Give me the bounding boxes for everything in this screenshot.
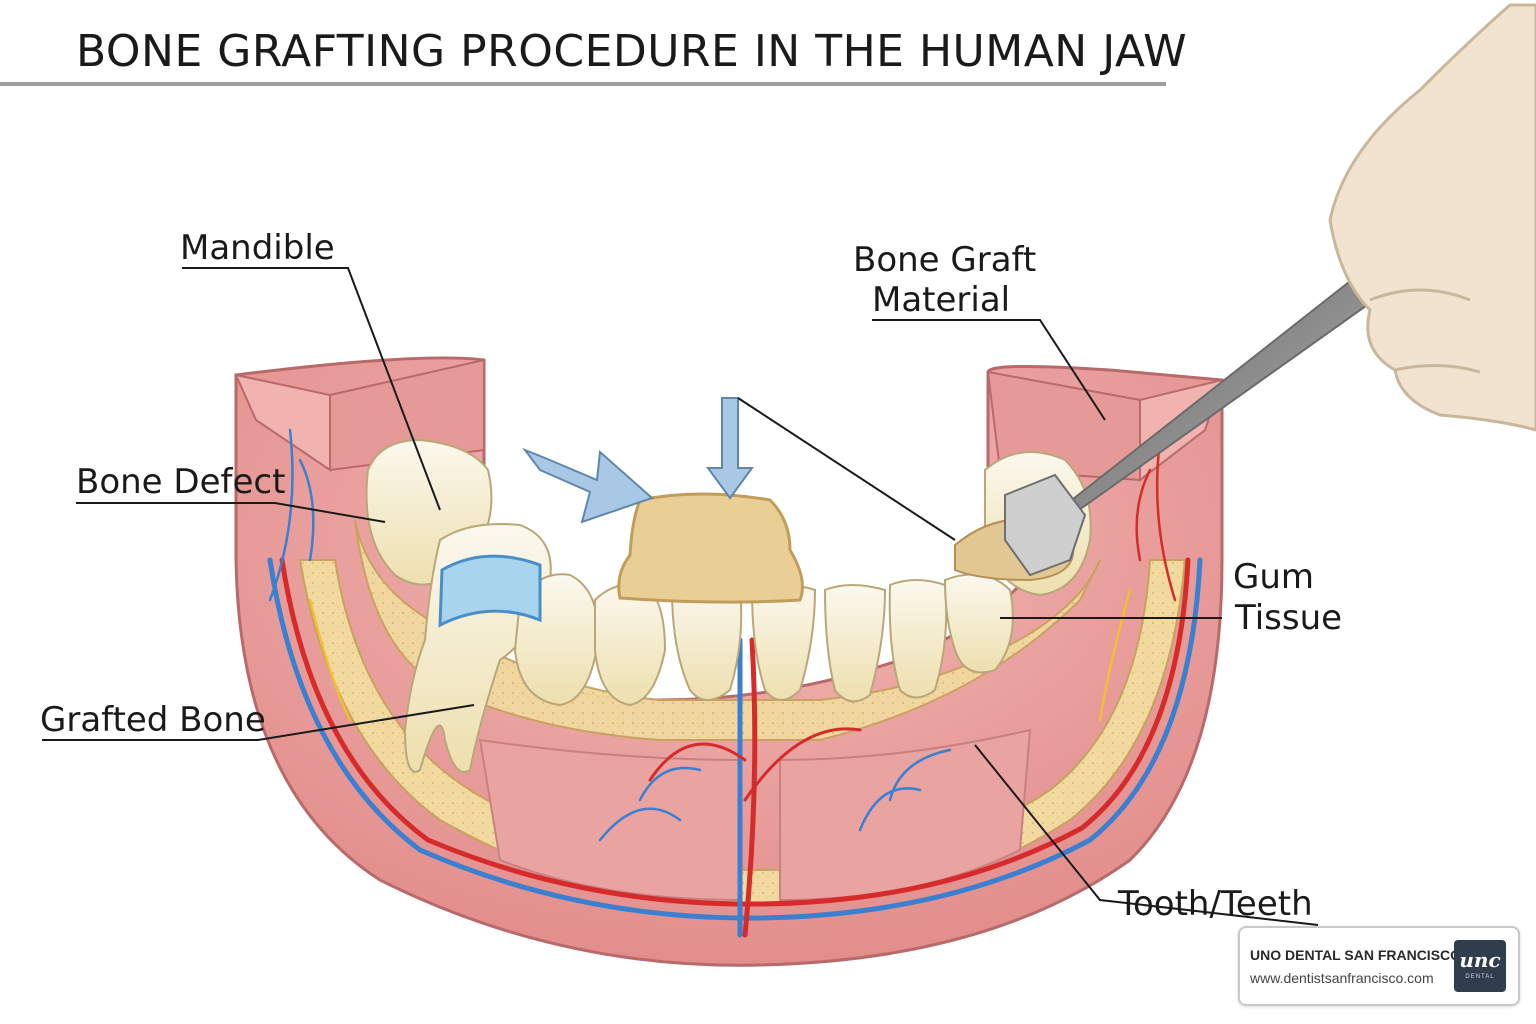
brand-url[interactable]: www.dentistsanfrancisco.com — [1250, 970, 1434, 986]
title-divider — [0, 82, 1166, 86]
label-bone-defect: Bone Defect — [76, 462, 286, 502]
brand-badge[interactable]: UNO DENTAL SAN FRANCISCO www.dentistsanf… — [1238, 926, 1520, 1006]
label-bone-graft-line2: Material — [872, 280, 1011, 320]
vessels — [267, 428, 1203, 938]
gloved-hand — [1328, 3, 1536, 432]
graft-block — [617, 492, 804, 604]
arrow-down — [706, 397, 754, 500]
label-gum-line1: Gum — [1233, 557, 1315, 597]
label-grafted-bone: Grafted Bone — [40, 700, 266, 740]
leader-lines — [42, 267, 1319, 926]
graft-ring — [438, 554, 542, 628]
label-gum-line2: Tissue — [1235, 598, 1343, 638]
arrows — [522, 397, 754, 524]
bone-panels — [478, 728, 1032, 902]
brand-name: UNO DENTAL SAN FRANCISCO — [1250, 947, 1462, 963]
label-tooth: Tooth/Teeth — [1118, 884, 1313, 924]
brand-logo: unc DENTAL — [1454, 940, 1506, 992]
brand-logo-subtext: DENTAL — [1465, 974, 1495, 980]
label-mandible: Mandible — [180, 228, 335, 268]
label-bone-graft-line1: Bone Graft — [853, 240, 1037, 280]
brand-logo-text: unc — [1459, 948, 1501, 972]
page-title: BONE GRAFTING PROCEDURE IN THE HUMAN JAW — [76, 26, 1188, 77]
arrow-diagonal — [522, 447, 654, 524]
